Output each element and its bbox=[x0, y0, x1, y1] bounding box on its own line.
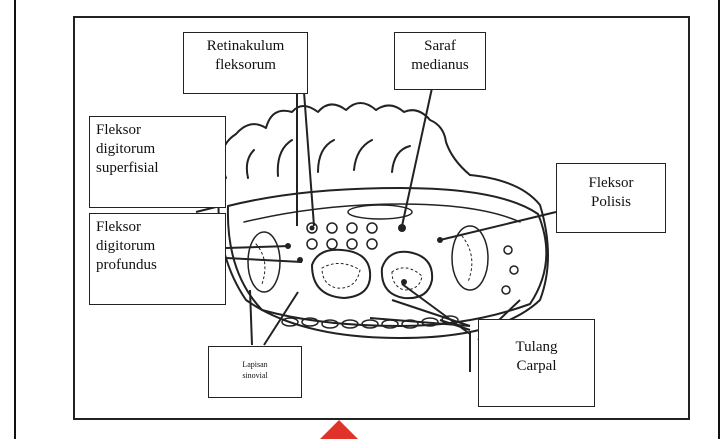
label-fleksor-digitorum-superfisial: Fleksor digitorum superfisial bbox=[89, 116, 226, 208]
carpal-bone-left bbox=[312, 250, 370, 298]
label-fleksor-polisis: Fleksor Polisis bbox=[556, 163, 666, 233]
label-saraf-medianus: Saraf medianus bbox=[394, 32, 486, 90]
carpal-tunnel-ring bbox=[228, 188, 546, 326]
label-retinakulum-fleksorum: Retinakulum fleksorum bbox=[183, 32, 308, 94]
carpal-bone-right bbox=[382, 252, 432, 298]
label-tulang-carpal: Tulang Carpal bbox=[478, 319, 595, 407]
tendon-bumps bbox=[222, 103, 470, 178]
label-lapisan-sinovial: Lapisan sinovial bbox=[208, 346, 302, 398]
label-fleksor-digitorum-profundus: Fleksor digitorum profundus bbox=[89, 213, 226, 305]
red-triangle-icon bbox=[318, 418, 360, 439]
